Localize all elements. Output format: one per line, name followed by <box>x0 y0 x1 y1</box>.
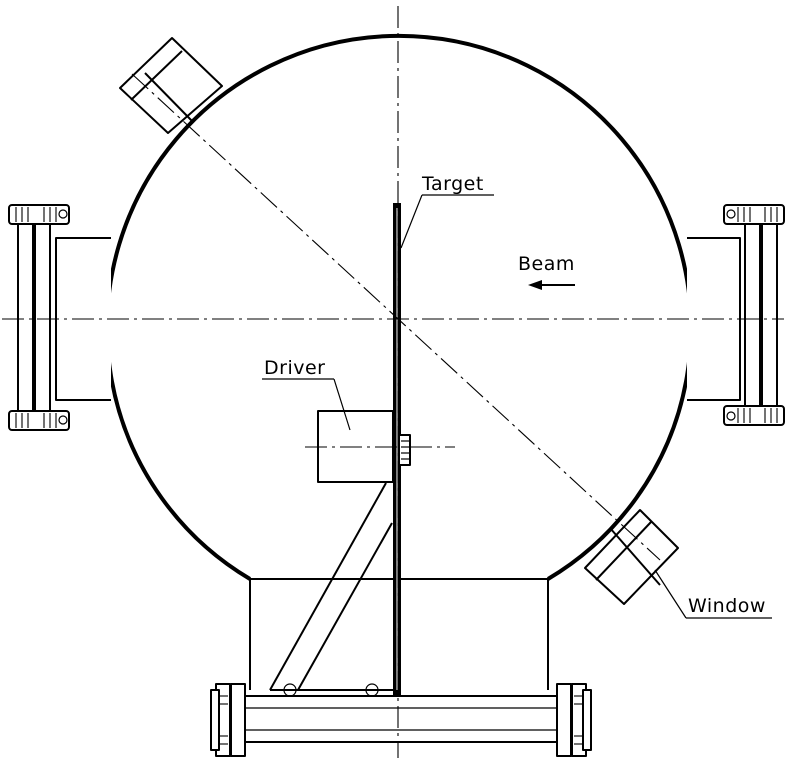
target-label: Target <box>421 173 484 195</box>
label-beam: Beam <box>518 253 575 290</box>
beam-arrow-icon <box>528 280 575 290</box>
bottom-port <box>210 683 592 757</box>
label-target: Target <box>400 173 494 249</box>
label-window: Window <box>654 569 772 619</box>
beam-label: Beam <box>518 253 575 275</box>
upper-left-window-port <box>119 37 223 134</box>
left-side-port <box>8 204 111 431</box>
label-driver: Driver <box>262 357 351 431</box>
target-plate <box>393 203 401 695</box>
center-lines <box>2 6 784 758</box>
support-frame <box>269 482 400 697</box>
right-side-port <box>687 204 785 426</box>
lower-right-window-port <box>584 509 679 605</box>
driver-label: Driver <box>264 357 325 379</box>
window-label: Window <box>688 595 766 617</box>
